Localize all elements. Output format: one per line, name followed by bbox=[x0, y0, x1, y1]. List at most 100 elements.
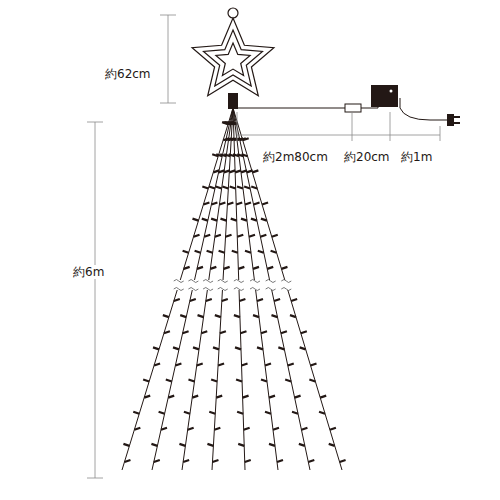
light-strand bbox=[212, 108, 233, 470]
led-bulb bbox=[235, 347, 241, 349]
led-bulb bbox=[204, 235, 210, 237]
led-bulb bbox=[154, 460, 160, 462]
led-bulb bbox=[299, 444, 305, 446]
break-mark bbox=[266, 280, 276, 291]
led-bulb bbox=[124, 460, 130, 462]
led-bulb bbox=[243, 138, 249, 140]
light-strand bbox=[152, 108, 233, 470]
led-bulb bbox=[319, 412, 325, 414]
led-bulb bbox=[133, 412, 139, 414]
led-bulb bbox=[244, 428, 250, 430]
led-bulb bbox=[218, 363, 224, 365]
led-bulb bbox=[237, 186, 243, 188]
led-bulb bbox=[174, 299, 180, 301]
led-bulb bbox=[245, 460, 251, 462]
led-bulb bbox=[281, 267, 287, 269]
led-bulb bbox=[253, 267, 259, 269]
led-bulb bbox=[265, 412, 271, 414]
break-mark bbox=[234, 280, 244, 291]
led-bulb bbox=[251, 219, 257, 221]
led-bulb bbox=[195, 251, 201, 253]
led-bulb bbox=[244, 186, 250, 188]
light-strand bbox=[233, 108, 342, 470]
led-bulb bbox=[236, 380, 242, 382]
power-cable bbox=[238, 98, 447, 120]
led-bulb bbox=[184, 267, 190, 269]
led-bulb bbox=[166, 380, 172, 382]
led-bulb bbox=[288, 363, 294, 365]
led-bulb bbox=[262, 203, 268, 205]
led-bulb bbox=[216, 396, 222, 398]
led-bulb bbox=[197, 267, 203, 269]
led-bulb bbox=[253, 315, 259, 317]
led-bulb bbox=[215, 235, 221, 237]
light-strand bbox=[233, 108, 245, 470]
led-bulb bbox=[168, 396, 174, 398]
led-bulb bbox=[151, 444, 157, 446]
led-bulb bbox=[190, 299, 196, 301]
break-gap bbox=[217, 280, 229, 290]
led-bulb bbox=[291, 299, 297, 301]
led-bulb bbox=[301, 428, 307, 430]
led-bulb bbox=[329, 444, 335, 446]
star-outline bbox=[204, 30, 263, 86]
break-mark bbox=[174, 280, 184, 291]
led-bulb bbox=[245, 203, 251, 205]
led-bulb bbox=[207, 251, 213, 253]
led-bulb bbox=[222, 299, 228, 301]
led-bulb bbox=[143, 380, 149, 382]
led-bulb bbox=[219, 203, 225, 205]
led-bulb bbox=[271, 315, 277, 317]
light-strand bbox=[182, 108, 233, 470]
led-bulb bbox=[224, 267, 230, 269]
break-mark bbox=[188, 280, 198, 291]
led-bulb bbox=[198, 315, 204, 317]
dimension-label: 約6m bbox=[72, 265, 105, 279]
led-bulb bbox=[153, 347, 159, 349]
led-bulb bbox=[194, 235, 200, 237]
led-bulb bbox=[234, 315, 240, 317]
led-bulb bbox=[235, 170, 241, 172]
led-bulb bbox=[226, 235, 232, 237]
led-bulb bbox=[257, 299, 263, 301]
led-bulb bbox=[309, 380, 315, 382]
led-bulb bbox=[220, 219, 226, 221]
led-bulb bbox=[202, 219, 208, 221]
star-topper bbox=[192, 18, 274, 96]
led-bulb bbox=[237, 235, 243, 237]
led-bulb bbox=[215, 315, 221, 317]
led-bulb bbox=[210, 267, 216, 269]
led-bulb bbox=[242, 363, 248, 365]
break-mark bbox=[250, 280, 260, 291]
led-bulb bbox=[301, 331, 307, 333]
led-bulb bbox=[212, 460, 218, 462]
led-bulb bbox=[269, 396, 275, 398]
led-bulb bbox=[188, 428, 194, 430]
led-bulb bbox=[261, 219, 267, 221]
led-bulb bbox=[216, 186, 222, 188]
led-bulb bbox=[188, 380, 194, 382]
light-strand bbox=[122, 108, 233, 470]
led-bulb bbox=[320, 396, 326, 398]
led-bulb bbox=[232, 251, 238, 253]
led-bulb bbox=[193, 347, 199, 349]
led-bulb bbox=[249, 235, 255, 237]
led-bulb bbox=[183, 251, 189, 253]
dimension-label: 約1m bbox=[400, 150, 433, 164]
led-bulb bbox=[222, 186, 228, 188]
led-bulb bbox=[144, 396, 150, 398]
led-bulb bbox=[183, 460, 189, 462]
hanger-ring bbox=[228, 8, 238, 18]
led-bulb bbox=[243, 396, 249, 398]
led-bulb bbox=[340, 460, 346, 462]
led-bulb bbox=[214, 428, 220, 430]
led-bulb bbox=[180, 315, 186, 317]
led-bulb bbox=[209, 412, 215, 414]
led-bulb bbox=[207, 444, 213, 446]
break-gap bbox=[265, 280, 277, 290]
led-bulb bbox=[245, 251, 251, 253]
led-bulb bbox=[202, 186, 208, 188]
led-bulb bbox=[273, 428, 279, 430]
led-bulb bbox=[261, 380, 267, 382]
